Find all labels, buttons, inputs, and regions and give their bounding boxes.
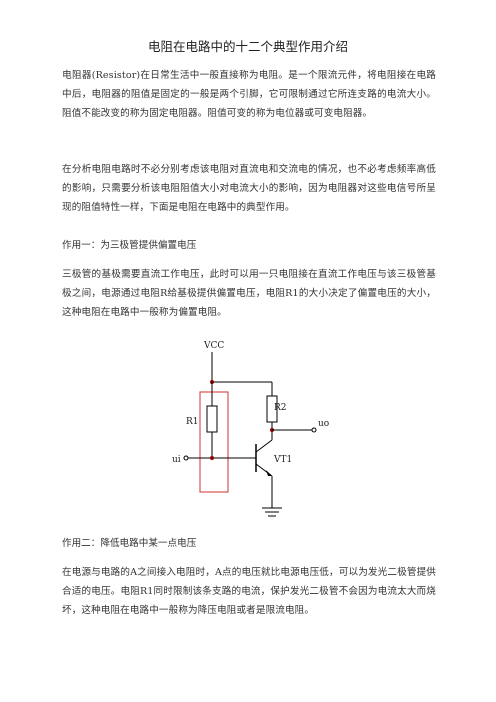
r2-label: R2	[274, 403, 287, 413]
bias-circuit-svg: VCC R1 R2 uo ui	[172, 341, 329, 517]
r1-label: R1	[186, 417, 199, 427]
section-2-body: 在电源与电路的A之间接入电阻时，A点的电压就比电源电压低，可以为发光二极管提供合…	[62, 567, 436, 616]
intro-paragraph-2-text: 在分析电阻电路时不必分别考虑该电阻对直流电和交流电的情况，也不必考虑频率高低的影…	[62, 164, 436, 213]
r1-highlight-box	[199, 391, 229, 493]
emitter-arrow	[266, 470, 272, 476]
r1-resistor	[206, 405, 218, 433]
section-1-body: 三极管的基极需要直流工作电压，此时可以用一只电阻接在直流工作电压与该三极管基极之…	[62, 269, 436, 318]
bias-circuit-diagram: VCC R1 R2 uo ui	[170, 336, 330, 526]
ui-terminal	[183, 455, 189, 461]
uo-terminal	[311, 427, 317, 433]
intro-paragraph-2: 在分析电阻电路时不必分别考虑该电阻对直流电和交流电的情况，也不必考虑频率高低的影…	[62, 160, 436, 217]
section-1-heading: 作用一：为三极管提供偏置电压	[62, 240, 197, 251]
intro-paragraph-1-text: 电阻器(Resistor)在日常生活中一般直接称为电阻。是一个限流元件，将电阻接…	[62, 70, 436, 119]
transistor-collector	[255, 439, 273, 453]
section-2-heading: 作用二：降低电路中某一点电压	[62, 538, 197, 549]
ui-label: ui	[172, 455, 181, 465]
vt1-label: VT1	[273, 455, 292, 465]
vcc-label: VCC	[203, 341, 224, 351]
document-title: 电阻在电路中的十二个典型作用介绍	[147, 39, 348, 54]
base-node-dot	[210, 456, 214, 460]
intro-paragraph-1: 电阻器(Resistor)在日常生活中一般直接称为电阻。是一个限流元件，将电阻接…	[62, 66, 436, 123]
uo-label: uo	[318, 419, 329, 429]
